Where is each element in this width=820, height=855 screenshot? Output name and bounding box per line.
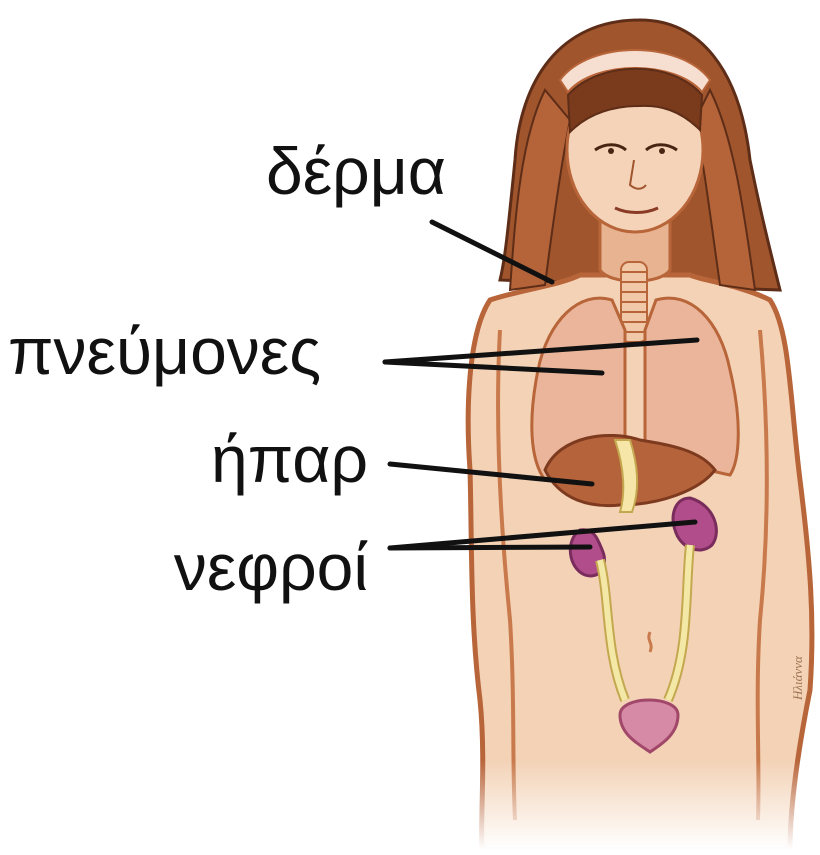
lungs-label: πνεύμονες	[8, 318, 321, 384]
bottom-fade	[440, 760, 820, 850]
left-pupil	[608, 148, 614, 154]
right-pupil	[659, 148, 665, 154]
artist-signature: Ηλιάννα	[790, 656, 806, 700]
kidneys-label: νεφροί	[174, 534, 368, 600]
liver-label: ήπαρ	[211, 426, 368, 492]
skin-label: δέρμα	[266, 138, 446, 204]
kidneys-leader-line-left	[390, 547, 590, 548]
